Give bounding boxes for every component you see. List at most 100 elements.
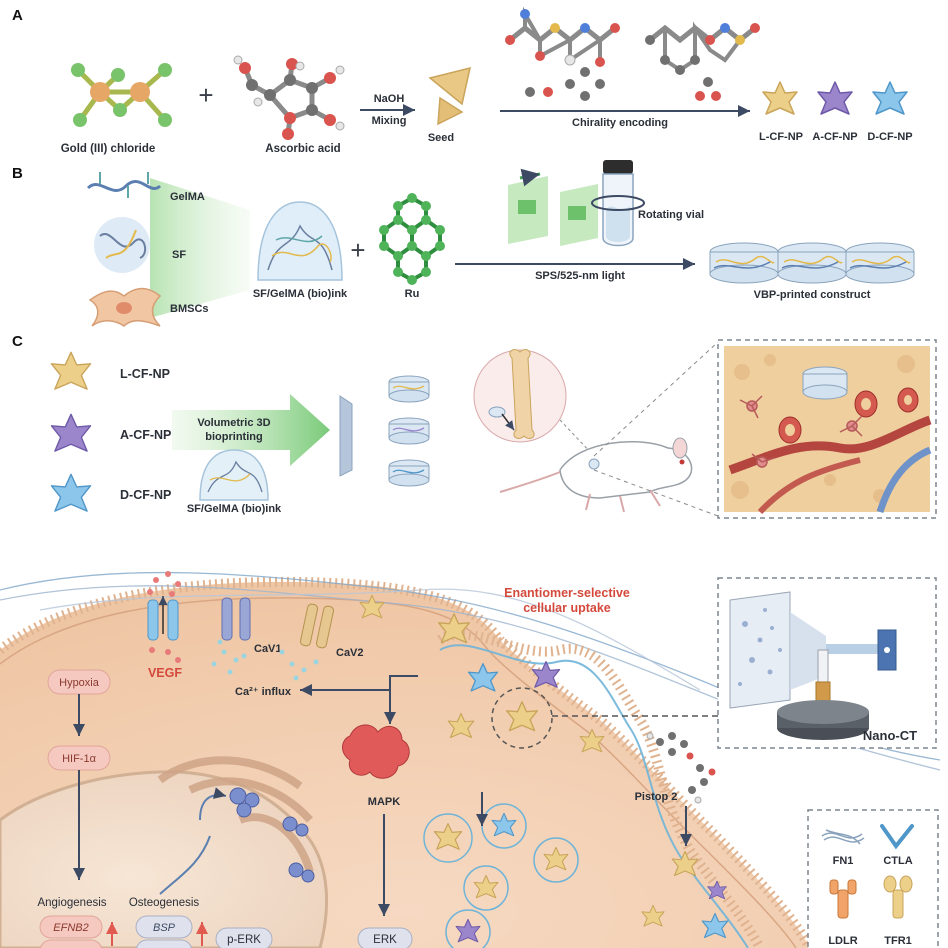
label-enantiomer-line1: Enantiomer-selective bbox=[504, 586, 630, 600]
l-cf-np-star-c bbox=[50, 351, 92, 390]
label-naoh: NaOH bbox=[374, 93, 405, 105]
ascorbic-acid-molecule bbox=[233, 55, 345, 140]
label-rotating-vial: Rotating vial bbox=[638, 209, 704, 221]
label-mapk: MAPK bbox=[368, 796, 400, 808]
label-gold-chloride: Gold (III) chloride bbox=[61, 143, 156, 155]
bubble-leader-line bbox=[559, 419, 595, 457]
a-cf-np-star-c bbox=[50, 413, 92, 452]
plus-sign-a: + bbox=[198, 80, 213, 110]
cav2-channel bbox=[279, 603, 335, 681]
ru-molecule bbox=[379, 193, 445, 285]
label-osteogenesis: Osteogenesis bbox=[129, 897, 200, 909]
label-ca-influx: Ca²⁺ influx bbox=[235, 686, 292, 698]
label-l-cf-np-c: L-CF-NP bbox=[120, 367, 170, 381]
legend-tfr1: TFR1 bbox=[884, 935, 912, 947]
label-a-cf-np-a: A-CF-NP bbox=[812, 131, 857, 143]
sf-icon bbox=[94, 217, 150, 273]
osteogenesis-pill-2 bbox=[135, 939, 193, 948]
ink-mixing-cone bbox=[150, 178, 250, 318]
l-cf-np-star-a bbox=[762, 81, 798, 115]
tfr1-icon bbox=[883, 875, 913, 919]
erk-pill bbox=[357, 927, 413, 948]
label-nanoct: Nano-CT bbox=[863, 728, 917, 743]
endoplasmic-reticulum bbox=[157, 756, 314, 874]
bsp-pill bbox=[135, 915, 193, 939]
label-bsp: BSP bbox=[153, 922, 176, 934]
zoom-line-bottom bbox=[593, 469, 719, 517]
label-sf-gelma-ink-c: SF/GelMA (bio)ink bbox=[187, 503, 282, 515]
label-efnb2: EFNB2 bbox=[53, 922, 88, 934]
rotating-vial bbox=[591, 160, 645, 247]
legend-ldlr: LDLR bbox=[828, 935, 857, 947]
label-sps-light: SPS/525-nm light bbox=[535, 270, 625, 282]
sf-gelma-ink-dome-b bbox=[257, 201, 343, 281]
label-mixing: Mixing bbox=[372, 115, 407, 127]
label-d-cf-np-a: D-CF-NP bbox=[867, 131, 912, 143]
label-vbp-construct: VBP-printed construct bbox=[754, 289, 871, 301]
label-cav2: CaV2 bbox=[336, 647, 364, 659]
a-cf-np-star-a bbox=[817, 81, 853, 115]
label-enantiomer-line2: cellular uptake bbox=[523, 601, 611, 615]
sf-gelma-ink-dome-c bbox=[199, 449, 269, 501]
label-cav1: CaV1 bbox=[254, 643, 282, 655]
label-perk: p-ERK bbox=[227, 934, 261, 946]
mouse-illustration bbox=[499, 437, 693, 513]
ctla-icon bbox=[880, 824, 914, 850]
chiral-constructs-stack bbox=[388, 375, 430, 487]
zoom-line-top bbox=[593, 341, 719, 457]
bmscs-cell-icon bbox=[88, 287, 162, 327]
ldlr-icon bbox=[829, 879, 857, 919]
efnb2-pill bbox=[39, 915, 103, 939]
er-arrow bbox=[199, 787, 227, 821]
label-l-cf-np-a: L-CF-NP bbox=[759, 131, 803, 143]
label-ru: Ru bbox=[405, 288, 420, 300]
label-vegf: VEGF bbox=[148, 666, 182, 680]
gelma-icon bbox=[86, 172, 162, 198]
label-erk: ERK bbox=[373, 934, 397, 946]
panel-label-b: B bbox=[12, 165, 23, 182]
label-sf-gelma-ink-b: SF/GelMA (bio)ink bbox=[253, 288, 348, 300]
uptake-zoom-circle bbox=[491, 687, 553, 749]
label-a-cf-np-c: A-CF-NP bbox=[120, 428, 171, 442]
mapk-protein bbox=[342, 724, 410, 779]
vbp-printed-constructs bbox=[709, 242, 915, 284]
er-bound-proteins bbox=[229, 787, 315, 883]
bone-tissue-illustration bbox=[724, 346, 932, 515]
plus-sign-b: + bbox=[350, 235, 365, 265]
legend-fn1: FN1 bbox=[833, 855, 854, 867]
label-gelma: GelMA bbox=[170, 191, 205, 203]
label-hypoxia: Hypoxia bbox=[59, 677, 100, 689]
d-cf-np-star-c bbox=[50, 473, 92, 512]
ca-influx-arrow bbox=[300, 675, 418, 696]
endocytosis-membrane bbox=[437, 629, 765, 948]
chirality-peptide-molecules bbox=[505, 6, 760, 101]
label-bmscs: BMSCs bbox=[170, 303, 209, 315]
pistop2-molecule bbox=[646, 732, 716, 804]
label-chirality-encoding: Chirality encoding bbox=[572, 117, 668, 129]
cell-body bbox=[0, 576, 815, 948]
label-ascorbic-acid: Ascorbic acid bbox=[265, 143, 340, 155]
bone-implant-bubble bbox=[473, 349, 567, 443]
nanoct-apparatus bbox=[729, 591, 897, 740]
label-sf: SF bbox=[172, 249, 186, 261]
caged-np-vesicles bbox=[423, 803, 579, 948]
angiogenesis-pill-2 bbox=[39, 939, 103, 948]
vegf-receptor-channel bbox=[147, 571, 181, 663]
label-bioprinting: bioprinting bbox=[205, 431, 262, 443]
tissue-zoom-box bbox=[717, 339, 937, 519]
label-seed: Seed bbox=[428, 132, 454, 144]
volumetric-printing-arrow bbox=[172, 394, 330, 466]
seed-particles bbox=[428, 66, 471, 126]
perk-pill bbox=[215, 927, 273, 948]
fn1-icon bbox=[821, 829, 865, 845]
cav1-channel bbox=[211, 597, 251, 675]
label-volumetric-3d: Volumetric 3D bbox=[197, 417, 270, 429]
projection-screen bbox=[339, 395, 353, 477]
label-hif1a: HIF-1α bbox=[62, 753, 97, 765]
label-d-cf-np-c: D-CF-NP bbox=[120, 488, 171, 502]
label-angiogenesis: Angiogenesis bbox=[37, 897, 106, 909]
d-cf-np-star-a bbox=[872, 81, 908, 115]
label-pistop2: Pistop 2 bbox=[635, 791, 678, 803]
